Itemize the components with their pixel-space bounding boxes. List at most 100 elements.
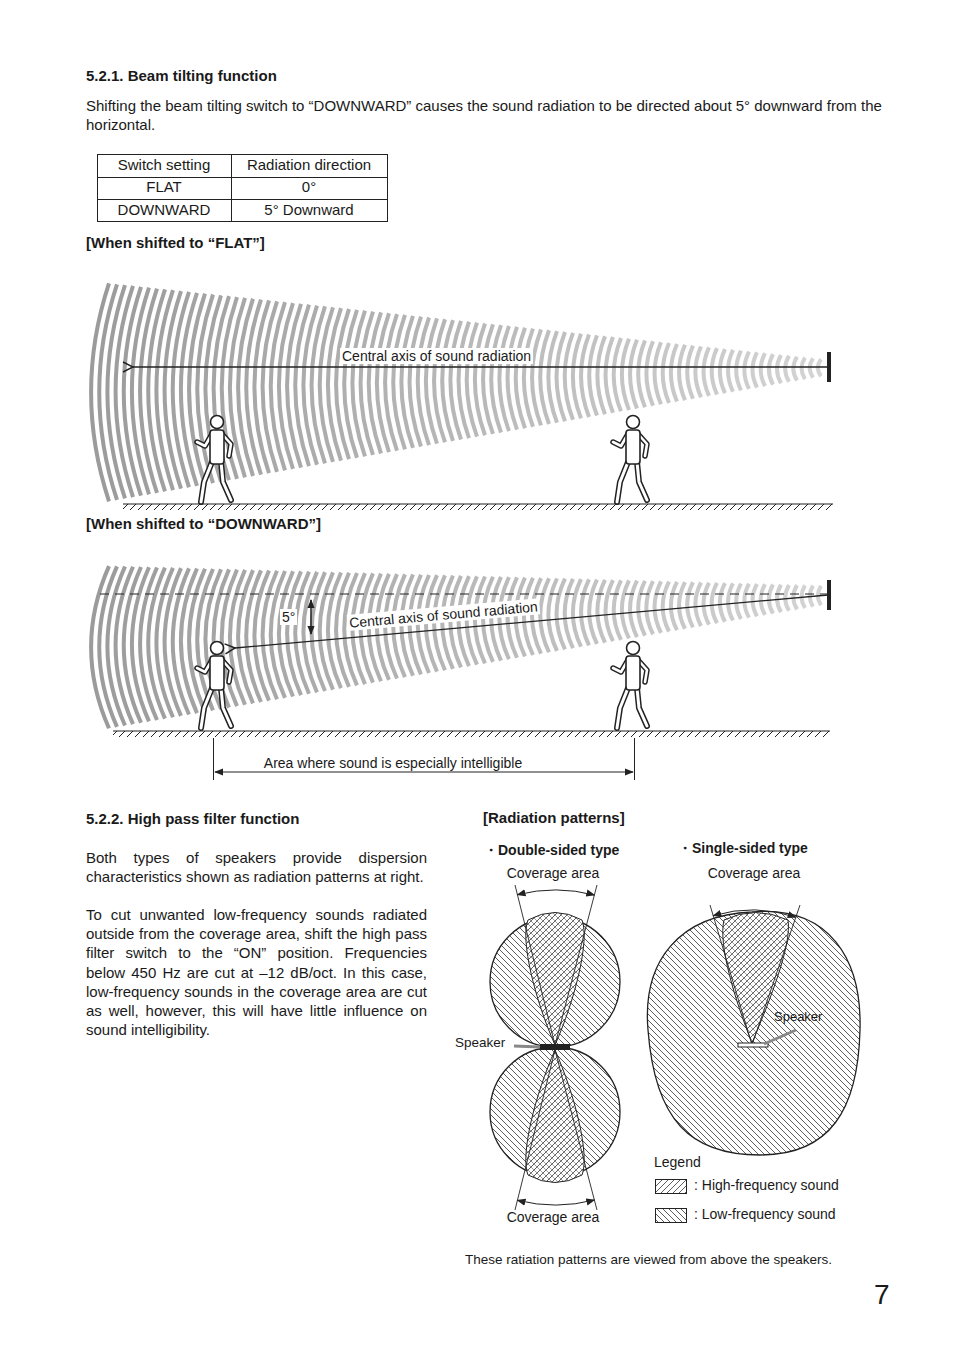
horizontal-reference [100,594,828,595]
table-rule [97,199,387,200]
wavefront-stroke [720,583,725,622]
legend-text: : High-frequency sound [694,1177,839,1193]
figure-label: Coverage area [493,1209,613,1225]
leader-line [514,1046,540,1047]
table-cell: Radiation direction [231,156,387,173]
floor-hatch [123,504,833,510]
wavefront-stroke [810,358,813,377]
figure-label: Speaker [455,1035,513,1051]
coverage-line [710,905,752,1045]
high-frequency-lobe [526,1050,584,1183]
angle-arrow [310,600,312,634]
speaker-symbol [738,1043,768,1047]
high-frequency-lobe [526,913,584,1046]
section-heading: [Radiation patterns] [483,809,683,826]
figure-label: Coverage area [694,865,814,881]
section-heading: ・Double-sided type [484,842,644,858]
speaker-symbol [540,1044,570,1050]
settings-table-grid [97,154,388,222]
table-cell: Switch setting [97,156,231,173]
wavefront-stroke [622,580,629,638]
wavefront-stroke [622,339,629,410]
body-text: These ratiation patterns are viewed from… [465,1250,885,1269]
figure-label: Coverage area [493,865,613,881]
axis-line [235,595,828,648]
legend-swatches [656,1180,687,1223]
coverage-arc [713,910,796,917]
high-frequency-lobe [526,1050,584,1183]
wavefront-stroke [777,585,781,612]
wavefront-stroke [720,349,725,393]
sound-beam [91,283,821,501]
wavefront-stroke [736,351,741,391]
figure-label: Central axis of sound radiation [347,598,541,631]
wavefront-stroke [769,354,773,385]
sound-beam [91,566,821,728]
dimension-tick [213,738,214,780]
table-rule [231,154,232,221]
table-border [98,155,388,222]
table-cell: DOWNWARD [97,201,231,218]
wavefront-stroke [753,584,757,616]
coverage-line [515,885,555,1045]
wavefront-stroke [630,340,637,409]
wavefront-stroke [802,358,805,379]
wavefront-stroke [777,355,781,383]
walker-figure [197,416,231,503]
coverage-arc [517,1200,594,1205]
wavefront-stroke [785,356,789,382]
section-heading: ・Single-sided type [678,840,838,856]
body-text: Shifting the beam tilting switch to “DOW… [86,96,886,134]
coverage-arc [517,890,594,895]
section-heading: 5.2.1. Beam tilting function [86,66,586,85]
wavefront-stroke [785,585,789,611]
wavefront-stroke [646,581,653,634]
section-heading: [When shifted to “FLAT”] [86,233,486,252]
legend-swatch [656,1180,687,1194]
section-heading: 5.2.2. High pass filter function [86,809,426,828]
wavefront-stroke [687,582,693,627]
wavefront-stroke [753,352,757,387]
coverage-line [555,885,597,1045]
wavefront-stroke [761,353,765,386]
wavefront-stroke [646,341,653,405]
axis-line [133,366,828,367]
wavefront-stroke [728,350,733,392]
figure-label: 7 [874,1279,904,1311]
walker-figure [613,642,647,729]
wavefront-stroke [638,581,645,636]
wavefront-stroke [761,584,765,615]
wavefront-stroke [663,582,669,632]
table-cell: FLAT [97,178,231,195]
body-text: Both types of speakers provide dispersio… [86,848,427,886]
wavefront-stroke [369,312,381,453]
walker-figure [613,416,647,503]
coverage-line [555,1050,597,1210]
wavefront-stroke [744,584,749,618]
high-frequency-lobe [526,913,584,1046]
wavefront-stroke [744,352,749,389]
wavefront-stroke [769,584,773,613]
low-frequency-lobe [647,911,860,1155]
wavefront-stroke [687,346,693,399]
floor-line [113,730,830,731]
table-cell: 0° [231,178,387,195]
wavefront-stroke [695,582,701,625]
wavefront-stroke [655,581,661,632]
single-sided-pattern [647,905,860,1155]
wavefront-stroke [377,313,389,452]
figure-label: Area where sound is especially intelligi… [232,755,554,771]
wavefront-stroke [712,348,717,394]
wavefront-stroke [818,359,821,376]
table-cell: 5° Downward [231,201,387,218]
high-frequency-lobe-ground [526,913,584,1046]
wavefront-stroke [728,583,733,620]
wavefront-stroke [695,346,701,397]
wavefront-stroke [679,582,685,629]
leader-line [764,1030,796,1044]
wavefront-stroke [671,582,677,630]
wavefront-stroke [655,342,661,404]
dimension-arrow [215,771,633,772]
walker-figure [197,642,231,729]
